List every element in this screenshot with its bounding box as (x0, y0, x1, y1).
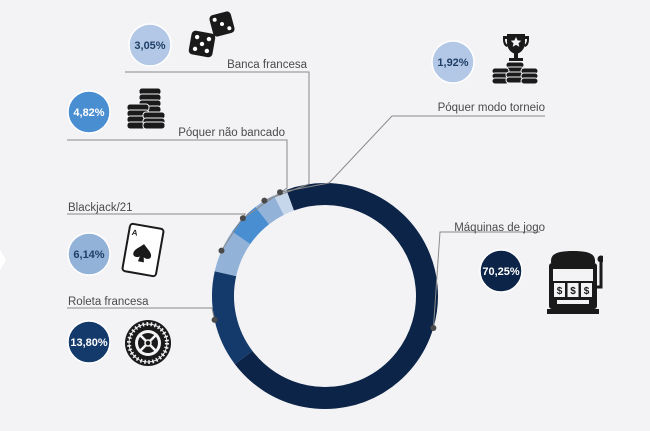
value-label-poquer-modo-torneio: 1,92% (437, 57, 468, 69)
leader-line-poquer-modo-torneio (279, 115, 545, 193)
value-label-poquer-nao-bancado: 4,82% (73, 107, 104, 119)
donut-slice-blackjack-21 (214, 231, 251, 277)
edge-notch (0, 250, 6, 270)
leader-line-roleta-francesa (67, 307, 216, 321)
value-label-maquinas-de-jogo: 70,25% (482, 266, 520, 278)
leader-dot-roleta-francesa (211, 316, 218, 323)
leader-dot-maquinas-de-jogo (430, 325, 437, 331)
donut-slice-banca-francesa (255, 195, 285, 225)
donut-slice-poquer-nao-bancado (232, 206, 270, 245)
label-banca-francesa: Banca francesa (227, 59, 308, 71)
value-bubble-banca-francesa (128, 23, 172, 67)
leader-dot-poquer-nao-bancado (239, 215, 246, 222)
value-bubble-blackjack-21 (67, 232, 111, 276)
chip-stack-icon (126, 87, 165, 130)
value-bubble-poquer-modo-torneio (431, 40, 475, 84)
label-maquinas-de-jogo: Máquinas de jogo (454, 222, 545, 234)
leader-line-blackjack-21 (67, 213, 246, 251)
slot-machine-icon (545, 249, 603, 315)
trophy-chips-icon (491, 33, 539, 85)
playing-card-icon (121, 222, 165, 278)
label-roleta-francesa: Roleta francesa (68, 296, 149, 308)
donut-slice-roleta-francesa (212, 271, 253, 365)
value-label-banca-francesa: 3,05% (134, 40, 165, 52)
value-label-blackjack-21: 6,14% (73, 249, 104, 261)
label-poquer-modo-torneio: Póquer modo torneio (438, 102, 545, 114)
value-label-roleta-francesa: 13,80% (70, 337, 108, 349)
donut-slice-poquer-modo-torneio (273, 189, 295, 215)
leader-dot-poquer-modo-torneio (277, 189, 283, 196)
leader-line-banca-francesa (125, 71, 310, 202)
value-bubble-poquer-nao-bancado (67, 90, 111, 134)
leader-dot-blackjack-21 (218, 247, 225, 254)
label-blackjack-21: Blackjack/21 (68, 202, 133, 214)
leader-line-maquinas-de-jogo (432, 231, 540, 329)
label-poquer-nao-bancado: Póquer não bancado (178, 127, 285, 139)
dice-icon (188, 10, 236, 58)
leader-dot-banca-francesa (261, 197, 268, 204)
donut-slice-maquinas-de-jogo (234, 183, 438, 409)
roulette-wheel-icon (123, 318, 173, 368)
value-bubble-maquinas-de-jogo (479, 249, 523, 293)
value-bubble-roleta-francesa (67, 320, 111, 364)
